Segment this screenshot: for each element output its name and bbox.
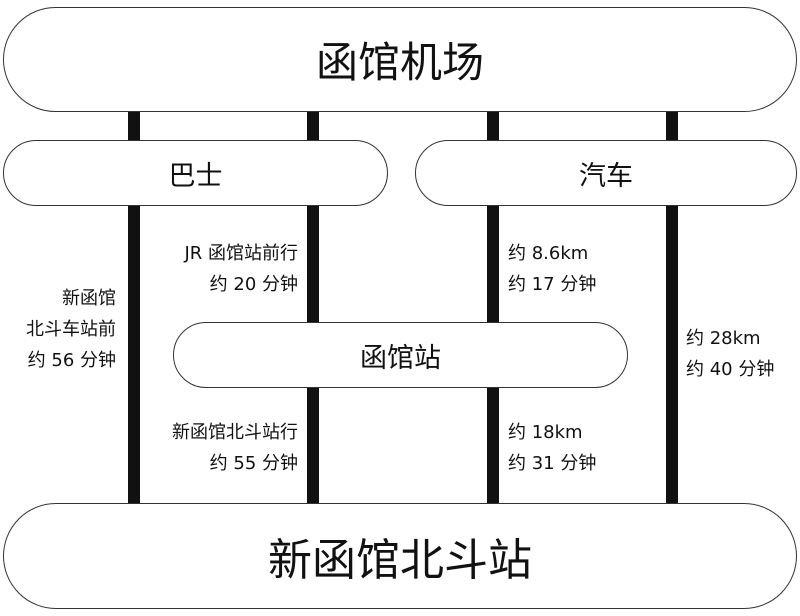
bus-station-to-shin-note: 新函馆北斗站行 约 55 分钟	[172, 417, 298, 479]
hakodate-station-label: 函馆站	[360, 342, 441, 374]
car-to-station-note-line1: 约 8.6km	[508, 243, 589, 264]
car-station-to-shin-note-line2: 约 31 分钟	[508, 453, 597, 474]
bus-mode-node: 巴士	[3, 140, 388, 206]
car-station-to-shin-note-line1: 约 18km	[508, 422, 583, 443]
route-line-car-direct	[666, 110, 678, 505]
car-direct-note-line2: 约 40 分钟	[686, 359, 775, 380]
car-mode-label: 汽车	[579, 160, 633, 192]
bus-direct-note-line2: 北斗车站前	[26, 319, 116, 340]
bus-station-to-shin-note-line2: 约 55 分钟	[209, 453, 298, 474]
car-station-to-shin-note: 约 18km 约 31 分钟	[508, 417, 596, 479]
airport-label: 函馆机场	[315, 38, 484, 87]
bus-station-to-shin-note-line1: 新函馆北斗站行	[172, 422, 298, 443]
bus-to-station-note: JR 函馆站前行 约 20 分钟	[184, 238, 298, 300]
bus-mode-label: 巴士	[168, 160, 223, 192]
bus-to-station-note-line1: JR 函馆站前行	[184, 243, 298, 264]
shin-hakodate-node: 新函馆北斗站	[3, 503, 797, 609]
car-to-station-note: 约 8.6km 约 17 分钟	[508, 238, 596, 300]
car-direct-note-line1: 约 28km	[686, 328, 761, 349]
bus-direct-note: 新函馆 北斗车站前 约 56 分钟	[26, 283, 116, 376]
route-line-car-via-station	[487, 110, 499, 505]
bus-to-station-note-line2: 约 20 分钟	[209, 274, 298, 295]
car-mode-node: 汽车	[415, 140, 797, 206]
route-line-bus-via-station	[307, 110, 319, 505]
airport-node: 函馆机场	[3, 7, 797, 112]
shin-hakodate-label: 新函馆北斗站	[268, 535, 532, 586]
car-to-station-note-line2: 约 17 分钟	[508, 274, 597, 295]
car-direct-note: 约 28km 约 40 分钟	[686, 323, 774, 385]
route-line-bus-direct	[128, 110, 140, 505]
bus-direct-note-line3: 约 56 分钟	[27, 350, 116, 371]
bus-direct-note-line1: 新函馆	[62, 288, 116, 309]
hakodate-station-node: 函馆站	[173, 322, 628, 388]
